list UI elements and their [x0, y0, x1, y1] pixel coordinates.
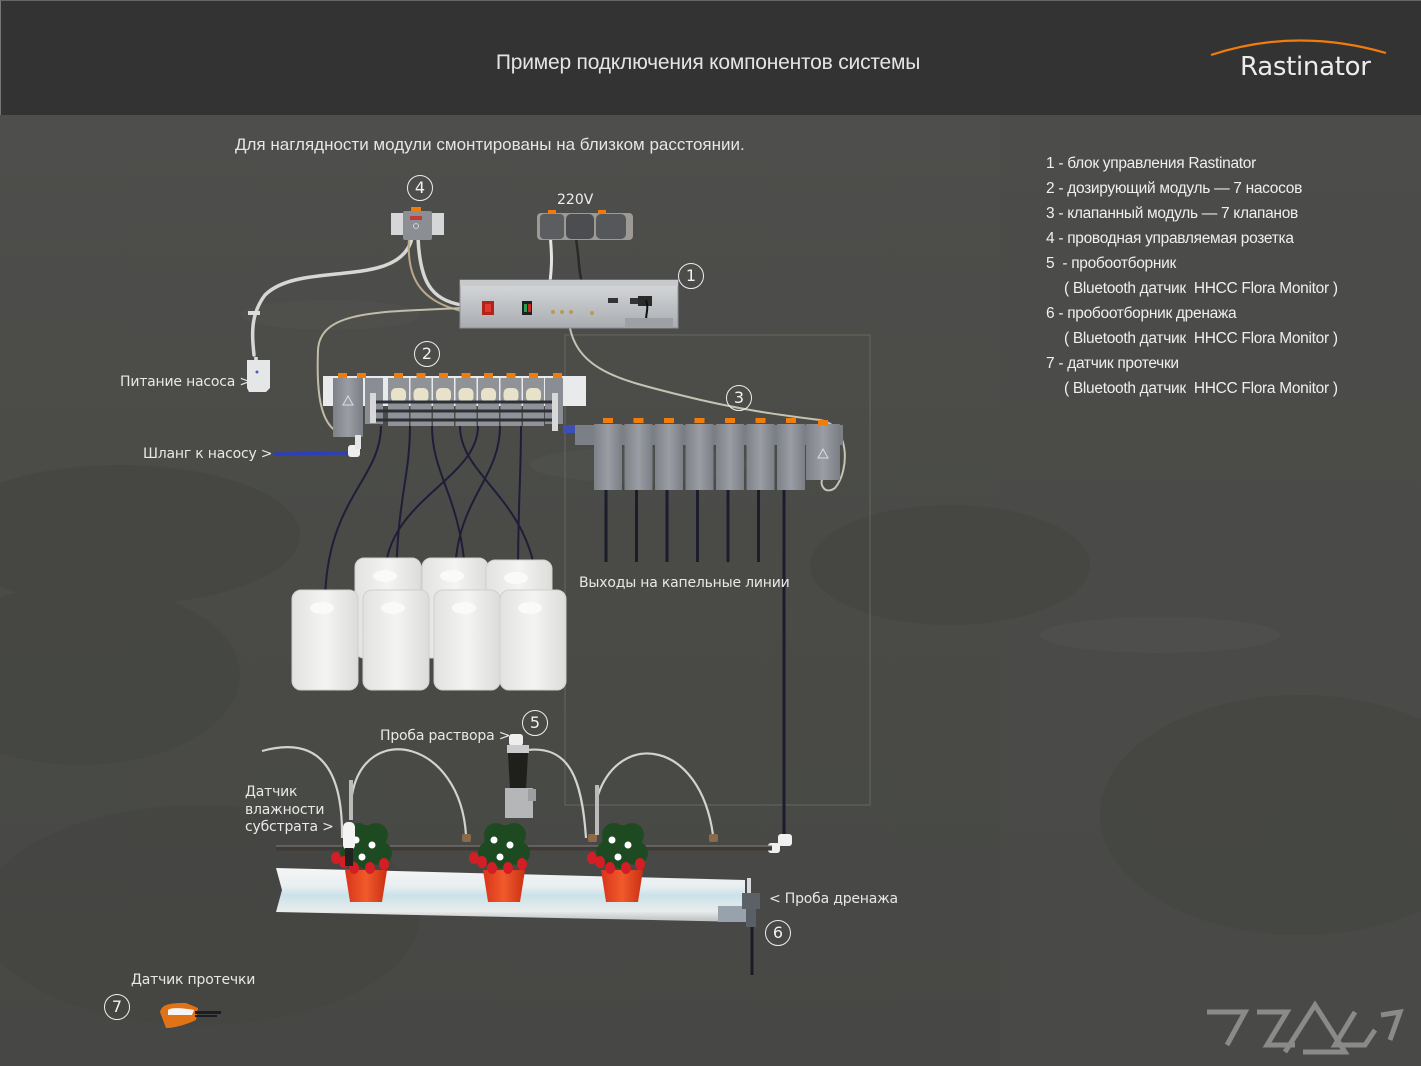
legend-item: 7 - датчик протечки — [1046, 355, 1179, 372]
label-pump-hose: Шланг к насосу > — [143, 446, 273, 462]
label-pump-power: Питание насоса > — [120, 374, 251, 390]
marker-3: 3 — [726, 385, 752, 411]
pump-head — [433, 373, 454, 426]
dosing-tube — [384, 425, 479, 578]
pump-hose — [273, 435, 361, 457]
legend-item: 2 - дозирующий модуль — 7 насосов — [1046, 180, 1302, 197]
canister — [362, 589, 430, 691]
dosing-tube — [454, 425, 501, 578]
label-drain-sample: < Проба дренажа — [769, 891, 898, 907]
legend-item: 1 - блок управления Rastinator — [1046, 155, 1256, 172]
voltage-label: 220V — [557, 192, 594, 208]
canister — [433, 589, 501, 691]
moisture-sensor — [343, 822, 355, 866]
dosing-tube — [517, 425, 522, 579]
stake — [349, 780, 353, 820]
legend-item: 4 - проводная управляемая розетка — [1046, 230, 1294, 247]
label-moisture-sensor: Датчик влажности субстрата > — [245, 784, 334, 835]
nutrient-canisters — [291, 557, 567, 691]
leak-sensor — [160, 1003, 221, 1028]
component-legend: 1 - блок управления Rastinator 2 - дозир… — [1046, 151, 1338, 401]
indicator-led — [338, 373, 347, 378]
canister — [499, 589, 567, 691]
cables — [250, 231, 846, 492]
pump-head — [410, 373, 432, 426]
logo-arc-icon — [1210, 39, 1387, 57]
valve — [624, 418, 653, 562]
pump-head — [455, 373, 477, 426]
indicator-led — [357, 373, 366, 378]
dosing-module — [323, 373, 586, 437]
marker-6: 6 — [765, 920, 791, 946]
marker-4: 4 — [407, 175, 433, 201]
valve — [777, 418, 805, 490]
valve-module — [575, 418, 843, 562]
dosing-tube — [324, 425, 382, 606]
pump-head — [388, 373, 409, 426]
valve — [746, 418, 775, 562]
potted-strawberry — [587, 823, 648, 902]
potted-strawberry — [469, 823, 530, 902]
control-unit — [459, 279, 679, 329]
drip-arcs — [261, 746, 715, 839]
label-solution-sample: Проба раствора > — [380, 728, 511, 744]
page-title: Пример подключения компонентов системы — [495, 51, 921, 74]
valve — [594, 418, 622, 562]
subtitle-note: Для наглядности модули смонтированы на б… — [235, 135, 745, 154]
legend-item: 3 - клапанный модуль — 7 клапанов — [1046, 205, 1298, 222]
brand-name: Rastinator — [1240, 52, 1371, 82]
valve — [685, 418, 714, 562]
marker-2: 2 — [414, 341, 440, 367]
solution-sampler — [505, 734, 536, 818]
mains-outlet — [537, 210, 633, 240]
header-bar: Пример подключения компонентов системы R… — [0, 0, 1421, 115]
drippers — [462, 834, 718, 842]
legend-item: 5 - пробоотборник — [1046, 255, 1176, 272]
canister — [291, 589, 359, 691]
dzagi-watermark-icon — [1207, 1000, 1404, 1055]
pump-head — [523, 373, 544, 426]
controlled-socket — [391, 207, 444, 240]
legend-item: 6 - пробоотборник дренажа — [1046, 305, 1237, 322]
greenhouse-background — [0, 115, 1421, 1066]
legend-subitem: ( Bluetooth датчик HHCC Flora Monitor ) — [1064, 330, 1338, 347]
pump-head — [478, 373, 499, 426]
label-leak-sensor: Датчик протечки — [131, 972, 256, 988]
strawberry-plants — [331, 823, 648, 902]
stake — [595, 785, 599, 835]
valve — [716, 418, 744, 562]
legend-subitem: ( Bluetooth датчик HHCC Flora Monitor ) — [1064, 280, 1338, 297]
label-drip-outputs: Выходы на капельные линии — [579, 575, 790, 591]
pump-power-plug — [247, 311, 270, 392]
valve — [655, 418, 683, 562]
drain-sampler — [742, 878, 760, 975]
marker-5: 5 — [522, 710, 548, 736]
marker-1: 1 — [678, 263, 704, 289]
brand-logo: Rastinator — [1206, 31, 1391, 86]
pump-head — [500, 373, 522, 426]
indicator-led — [553, 373, 562, 378]
frame-outline — [564, 334, 871, 806]
marker-7: 7 — [104, 994, 130, 1020]
legend-subitem: ( Bluetooth датчик HHCC Flora Monitor ) — [1064, 380, 1338, 397]
